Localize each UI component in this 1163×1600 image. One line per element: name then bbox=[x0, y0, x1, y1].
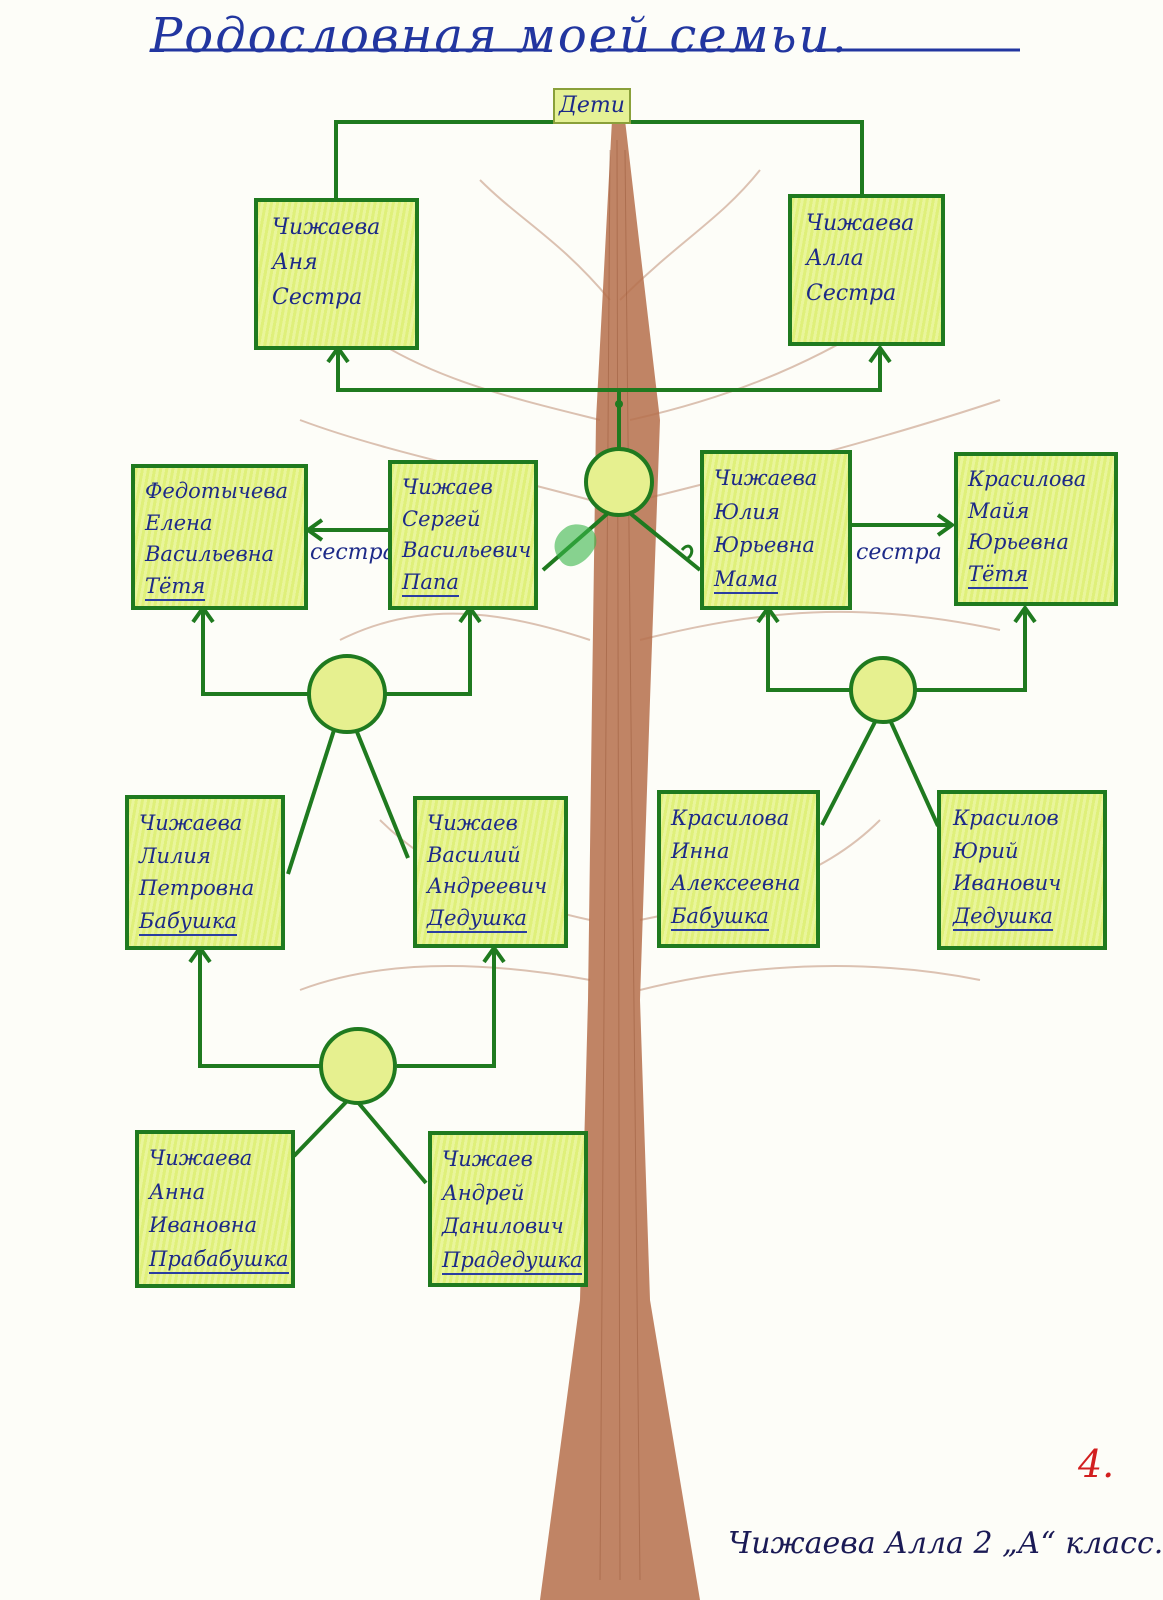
patronymic: Васильевич bbox=[402, 538, 532, 562]
first-name: Лилия bbox=[139, 843, 211, 868]
first-name: Юлия bbox=[714, 499, 780, 524]
first-name: Алла bbox=[806, 246, 864, 272]
relation: Дедушка bbox=[953, 904, 1053, 931]
author-signature: Чижаева Алла 2 „А“ класс. bbox=[728, 1526, 1163, 1561]
children-label: Дети bbox=[553, 88, 631, 124]
relation: Мама bbox=[714, 567, 778, 594]
first-name: Сергей bbox=[402, 506, 481, 531]
first-name: Майя bbox=[968, 498, 1030, 523]
person-box-anna: Чижаева Анна Ивановна Прабабушка bbox=[135, 1130, 295, 1288]
surname: Чижаева bbox=[139, 811, 243, 835]
relation: Тётя bbox=[145, 574, 206, 601]
patronymic: Юрьевна bbox=[714, 533, 815, 558]
person-box-liliya: Чижаева Лилия Петровна Бабушка bbox=[125, 795, 285, 950]
sister-label-right: сестра bbox=[856, 540, 942, 565]
person-box-inna: Красилова Инна Алексеевна Бабушка bbox=[657, 790, 820, 948]
relation: Прадедушка bbox=[442, 1248, 583, 1275]
surname: Красилова bbox=[671, 806, 790, 830]
first-name: Аня bbox=[272, 250, 318, 276]
relation: Сестра bbox=[272, 285, 363, 311]
first-name: Юрий bbox=[953, 838, 1019, 863]
surname: Чижаев bbox=[442, 1147, 533, 1171]
person-box-sergey: Чижаев Сергей Васильевич Папа bbox=[388, 460, 538, 610]
relation: Бабушка bbox=[139, 909, 237, 936]
surname: Чижаев bbox=[427, 811, 518, 835]
first-name: Инна bbox=[671, 838, 730, 863]
surname: Чижаев bbox=[402, 475, 493, 499]
relation: Дедушка bbox=[427, 906, 527, 933]
first-name: Андрей bbox=[442, 1180, 525, 1205]
surname: Федотычева bbox=[145, 479, 289, 503]
person-box-anya: Чижаева Аня Сестра bbox=[254, 198, 419, 350]
relation: Прабабушка bbox=[149, 1247, 289, 1274]
first-name: Анна bbox=[149, 1179, 206, 1204]
person-box-yuriy: Красилов Юрий Иванович Дедушка bbox=[937, 790, 1107, 950]
person-box-vasiliy: Чижаев Василий Андреевич Дедушка bbox=[413, 796, 568, 948]
patronymic: Данилович bbox=[442, 1214, 564, 1239]
page-title: Родословная моей семьи. bbox=[150, 8, 849, 64]
connector-lines bbox=[198, 120, 1027, 1185]
relation: Папа bbox=[402, 570, 459, 597]
relation: Сестра bbox=[806, 281, 897, 307]
person-box-maya: Красилова Майя Юрьевна Тётя bbox=[954, 452, 1118, 606]
surname: Чижаева bbox=[272, 215, 381, 240]
couple-circles bbox=[307, 447, 917, 1105]
surname: Красилова bbox=[968, 467, 1087, 491]
surname: Красилов bbox=[953, 806, 1059, 830]
tree-trunk bbox=[540, 120, 700, 1600]
person-box-alla: Чижаева Алла Сестра bbox=[788, 194, 945, 346]
first-name: Елена bbox=[145, 510, 213, 535]
person-box-elena: Федотычева Елена Васильевна Тётя bbox=[131, 464, 308, 610]
surname: Чижаева bbox=[806, 211, 915, 236]
person-box-yulia: Чижаева Юлия Юрьевна Мама bbox=[700, 450, 852, 610]
sister-label-left: сестра bbox=[310, 540, 396, 565]
patronymic: Иванович bbox=[953, 871, 1062, 896]
relation: Тётя bbox=[968, 562, 1029, 589]
patronymic: Алексеевна bbox=[671, 871, 801, 896]
surname: Чижаева bbox=[714, 466, 818, 490]
patronymic: Васильевна bbox=[145, 542, 275, 566]
surname: Чижаева bbox=[149, 1146, 253, 1170]
grade-mark: 4. bbox=[1078, 1442, 1115, 1486]
patronymic: Ивановна bbox=[149, 1213, 258, 1238]
person-box-andrey: Чижаев Андрей Данилович Прадедушка bbox=[428, 1131, 588, 1287]
patronymic: Андреевич bbox=[427, 874, 548, 898]
first-name: Василий bbox=[427, 842, 521, 867]
patronymic: Петровна bbox=[139, 876, 255, 901]
patronymic: Юрьевна bbox=[968, 530, 1069, 554]
relation: Бабушка bbox=[671, 904, 769, 931]
